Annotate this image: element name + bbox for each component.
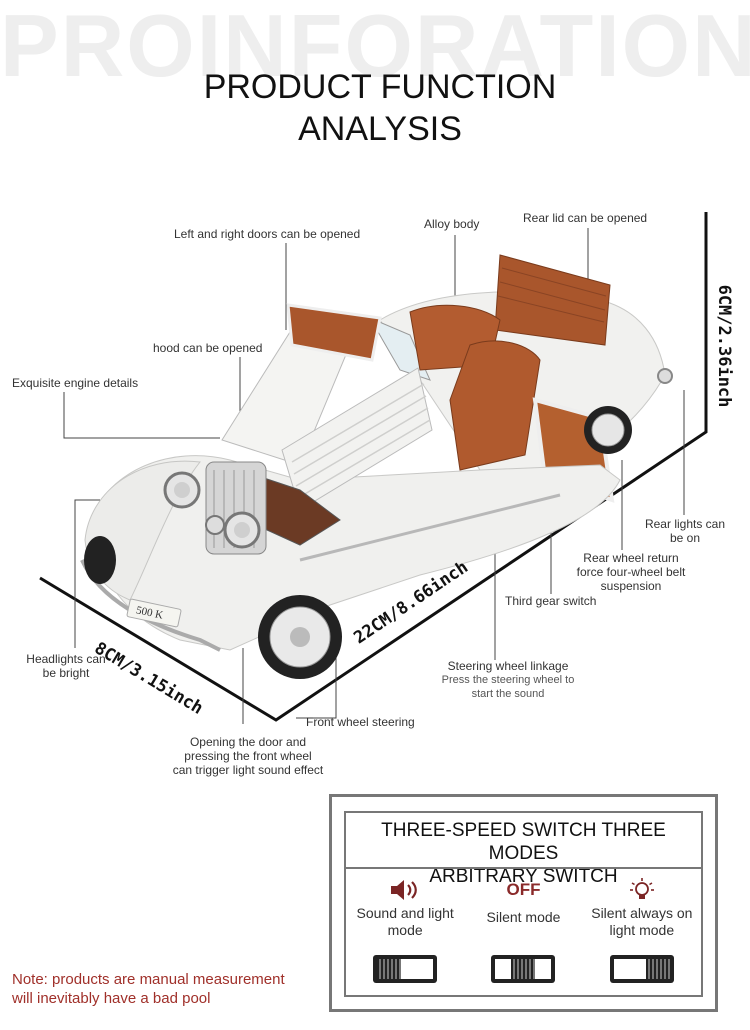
callout-door-sound: Opening the door and pressing the front … (160, 735, 336, 777)
off-status: OFF (506, 880, 541, 899)
note-line2: will inevitably have a bad pool (12, 990, 211, 1007)
switch-panel-title-line1: THREE-SPEED SWITCH THREE MODES (381, 820, 666, 864)
callout-headlights-line2: be bright (42, 666, 90, 680)
mode-1-switch (373, 955, 438, 983)
callout-steering: Steering wheel linkage Press the steerin… (433, 659, 583, 701)
callout-rear-wheel-line2: force four-wheel belt (576, 565, 686, 579)
callout-door-sound-line1: Opening the door and (189, 735, 307, 749)
callout-steering-line1: Steering wheel linkage (447, 659, 569, 673)
callout-rear-lights: Rear lights can be on (640, 517, 730, 545)
switch-panel: THREE-SPEED SWITCH THREE MODES ARBITRARY… (329, 794, 718, 1012)
callout-hood: hood can be opened (153, 341, 263, 355)
callout-rear-wheel-line1: Rear wheel return (583, 551, 679, 565)
title-line-1: PRODUCT FUNCTION (203, 68, 557, 106)
callout-front-wheel: Front wheel steering (306, 715, 415, 729)
note-line1: Note: products are manual measurement (12, 971, 285, 988)
mode-1-label-line1: Sound and light (356, 905, 454, 921)
callout-rear-wheel: Rear wheel return force four-wheel belt … (566, 551, 696, 593)
measurement-note: Note: products are manual measurement wi… (12, 970, 285, 1008)
car-body (80, 254, 673, 679)
mode-2-label-line1: Silent mode (486, 909, 561, 925)
callout-rear-lid: Rear lid can be opened (523, 211, 648, 225)
callout-rear-lights-line2: be on (669, 531, 701, 545)
dimension-lines (39, 212, 708, 722)
callout-headlights: Headlights can be bright (16, 652, 116, 680)
switch-panel-title-line2: ARBITRARY SWITCH (429, 866, 618, 887)
mode-2-switch (491, 955, 556, 983)
switch-modes: Sound and light mode OFF Silent mode (344, 867, 703, 997)
callout-steering-line2: Press the steering wheel to (441, 674, 575, 686)
callout-third-gear: Third gear switch (505, 594, 597, 608)
mode-silent: OFF Silent mode (464, 869, 582, 995)
callout-steering-line3: start the sound (471, 688, 545, 700)
title-line-2: ANALYSIS (298, 110, 462, 148)
background-watermark-title: PROINFORATION (0, 0, 750, 95)
lightbulb-icon (629, 878, 654, 899)
callout-rear-wheel-line3: suspension (600, 579, 662, 593)
mode-silent-light: Silent always on light mode (583, 869, 701, 995)
mode-3-label-line1: Silent always on (591, 905, 693, 921)
callout-alloy-body: Alloy body (424, 217, 480, 231)
callout-doors: Left and right doors can be opened (174, 227, 361, 241)
mode-1-label-line2: mode (387, 922, 423, 938)
mode-3-label-line2: light mode (609, 922, 675, 938)
callout-door-sound-line3: can trigger light sound effect (172, 763, 324, 777)
mode-sound-and-light: Sound and light mode (346, 869, 464, 995)
callout-door-sound-line2: pressing the front wheel (184, 749, 312, 763)
page-title: PRODUCT FUNCTION ANALYSIS (0, 66, 750, 150)
callout-engine: Exquisite engine details (12, 376, 139, 390)
callout-rear-lights-line1: Rear lights can (644, 517, 726, 531)
height-dimension-label: 6CM/2.36inch (714, 284, 734, 408)
speaker-icon (391, 880, 417, 900)
switch-panel-title: THREE-SPEED SWITCH THREE MODES ARBITRARY… (344, 811, 703, 887)
mode-3-switch (609, 955, 674, 983)
callout-headlights-line1: Headlights can (26, 652, 106, 666)
